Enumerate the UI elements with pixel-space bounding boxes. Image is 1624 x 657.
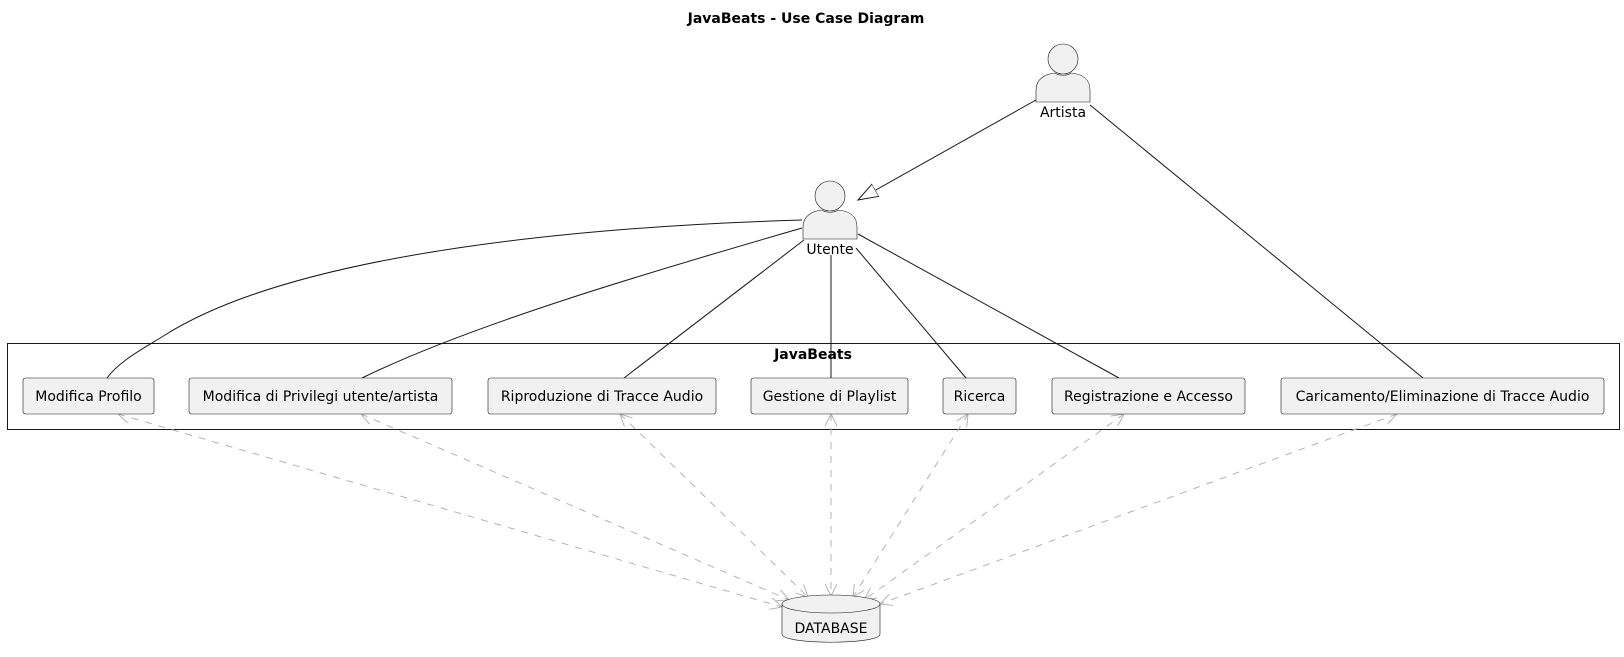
person-icon: [802, 180, 858, 240]
dep-uc1-db: [118, 414, 782, 607]
use-case-label: Caricamento/Eliminazione di Tracce Audio: [1296, 389, 1590, 405]
use-case-label: Registrazione e Accesso: [1064, 389, 1233, 405]
actor-label: Artista: [1040, 105, 1086, 121]
dep-uc5-db: [853, 414, 968, 597]
system-boundary-title: JavaBeats: [773, 347, 852, 363]
database-dependencies: [118, 414, 1397, 607]
assoc-artista-uc7: [1089, 104, 1424, 379]
assoc-utente-uc3: [623, 239, 805, 379]
system-boundary: [7, 343, 1620, 430]
use-case-uc6[interactable]: Registrazione e Accesso: [1051, 377, 1246, 415]
dep-uc2-db: [361, 414, 789, 600]
assoc-utente-uc5: [855, 247, 967, 379]
actor-label: Utente: [806, 242, 853, 258]
assoc-utente-uc1: [106, 219, 803, 379]
person-icon: [1035, 43, 1091, 103]
use-case-label: Gestione di Playlist: [763, 389, 897, 405]
dep-uc6-db: [864, 414, 1124, 600]
use-case-label: Modifica di Privilegi utente/artista: [203, 389, 439, 405]
use-case-uc1[interactable]: Modifica Profilo: [22, 377, 155, 415]
use-case-uc2[interactable]: Modifica di Privilegi utente/artista: [188, 377, 453, 415]
associations: [106, 99, 1424, 379]
use-case-uc4[interactable]: Gestione di Playlist: [750, 377, 909, 415]
actor-artista[interactable]: Artista: [1035, 43, 1091, 121]
use-case-uc3[interactable]: Riproduzione di Tracce Audio: [487, 377, 717, 415]
database[interactable]: DATABASE: [781, 594, 881, 643]
assoc-utente-uc2: [361, 227, 803, 379]
use-case-label: Riproduzione di Tracce Audio: [501, 389, 703, 405]
use-case-uc7[interactable]: Caricamento/Eliminazione di Tracce Audio: [1280, 377, 1605, 415]
generalization-artista-utente: [858, 99, 1037, 200]
use-case-uc5[interactable]: Ricerca: [942, 377, 1017, 415]
use-case-label: Ricerca: [954, 389, 1006, 405]
assoc-utente-uc6: [857, 233, 1120, 379]
diagram-title: JavaBeats - Use Case Diagram: [687, 11, 925, 27]
dep-uc7-db: [880, 414, 1397, 604]
database-label: DATABASE: [795, 621, 868, 637]
database-icon: [781, 594, 881, 643]
actor-utente[interactable]: Utente: [802, 180, 858, 258]
dep-uc3-db: [620, 414, 808, 597]
use-case-label: Modifica Profilo: [35, 389, 141, 405]
